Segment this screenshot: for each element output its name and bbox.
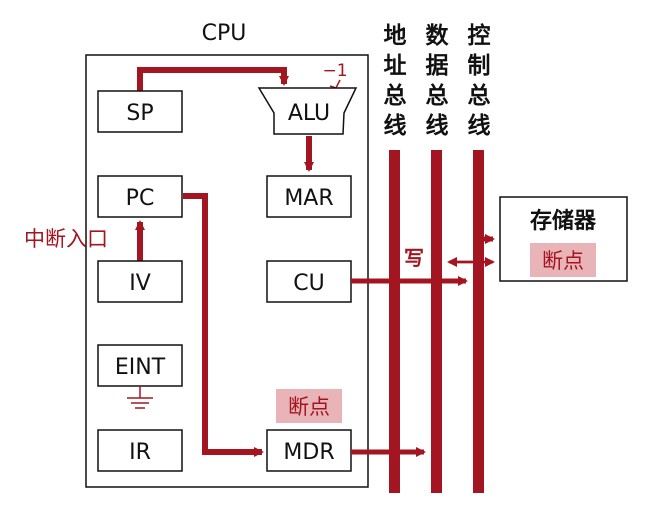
cpu-boundary bbox=[85, 54, 369, 488]
data-bus-char-2: 据 bbox=[426, 53, 449, 79]
address-bus-label: 地 址 总 线 bbox=[384, 23, 407, 139]
register-mar: MAR bbox=[266, 175, 352, 218]
address-bus-char-4: 线 bbox=[384, 112, 407, 139]
data-bus-char-3: 总 bbox=[426, 82, 449, 109]
address-bus-char-3: 总 bbox=[384, 82, 407, 109]
alu-label: ALU bbox=[288, 101, 330, 126]
control-bus-line bbox=[473, 150, 484, 493]
register-eint-label: EINT bbox=[115, 355, 166, 380]
register-mar-label: MAR bbox=[284, 186, 333, 211]
register-iv-label: IV bbox=[129, 271, 151, 296]
mdr-breakpoint-badge: 断点 bbox=[276, 389, 342, 423]
register-pc-label: PC bbox=[126, 186, 155, 211]
data-bus-char-1: 数 bbox=[426, 23, 450, 49]
memory-module: 存储器 断点 bbox=[499, 196, 628, 282]
sp-to-alu-path bbox=[137, 67, 289, 93]
control-bus-char-1: 控 bbox=[468, 22, 491, 49]
register-ir: IR bbox=[97, 429, 183, 472]
memory-title: 存储器 bbox=[530, 208, 597, 234]
data-bus-label: 数 据 总 线 bbox=[426, 23, 450, 139]
register-mdr: MDR bbox=[266, 429, 352, 472]
control-bus-char-3: 总 bbox=[468, 82, 491, 109]
address-bus-char-2: 址 bbox=[384, 53, 407, 79]
pc-to-mdr-path bbox=[183, 193, 264, 457]
cpu-title: CPU bbox=[202, 21, 247, 46]
register-mdr-label: MDR bbox=[283, 440, 334, 465]
memory-breakpoint-label: 断点 bbox=[542, 249, 584, 273]
alu-decrement-label: −1 bbox=[322, 61, 347, 81]
ground-icon bbox=[127, 386, 153, 409]
data-bus-line bbox=[431, 150, 442, 493]
register-pc: PC bbox=[97, 175, 183, 218]
register-cu: CU bbox=[266, 260, 352, 303]
register-iv: IV bbox=[97, 260, 183, 303]
address-bus-line bbox=[389, 150, 400, 493]
interrupt-entry-label: 中断入口 bbox=[24, 227, 108, 251]
write-label: 写 bbox=[404, 246, 424, 270]
register-sp-label: SP bbox=[126, 101, 153, 126]
alu-decrement-arrow bbox=[329, 79, 341, 89]
data-bus-char-4: 线 bbox=[426, 112, 449, 139]
control-bus-char-2: 制 bbox=[468, 53, 491, 79]
control-bus-label: 控 制 总 线 bbox=[468, 22, 491, 139]
register-sp: SP bbox=[97, 90, 183, 133]
register-ir-label: IR bbox=[129, 440, 151, 465]
alu-unit: ALU bbox=[257, 87, 358, 135]
mdr-breakpoint-label: 断点 bbox=[288, 395, 330, 419]
register-cu-label: CU bbox=[293, 271, 324, 296]
control-bus-char-4: 线 bbox=[468, 112, 491, 139]
address-bus-char-1: 地 bbox=[384, 23, 407, 49]
register-eint: EINT bbox=[97, 344, 183, 387]
memory-breakpoint-badge bbox=[530, 243, 596, 277]
